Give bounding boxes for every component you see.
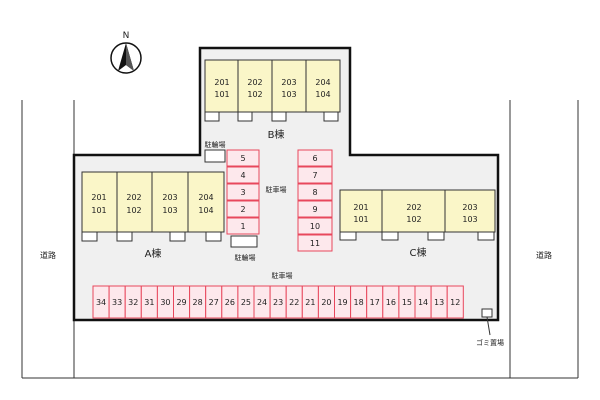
- parking-stalls-bottom: 34 33 32 31 30 29 28 27 26 25 24 23 22 21 20 19 18 17 16 15…: [92, 285, 464, 319]
- parking-stalls-left: 5 4 3 2 1: [226, 149, 260, 235]
- building-b-unit-4-upper: 204: [315, 78, 330, 87]
- building-b-unit-4-lower: 104: [315, 90, 330, 99]
- building-a-label: A棟: [145, 247, 162, 260]
- parking-right-column-stall-number: 10: [310, 222, 320, 231]
- parking-left-column-stall-number: 4: [240, 171, 245, 180]
- parking-bottom-row-stall-number: 15: [402, 298, 412, 307]
- building-c-unit-3-upper: 203: [462, 203, 477, 212]
- compass-icon: [110, 42, 142, 74]
- parking-right-column-stall: [297, 166, 333, 184]
- parking-right-column-stall-number: 8: [312, 188, 317, 197]
- parking-left-column-stall-number: 5: [240, 154, 245, 163]
- compass-north-label: N: [123, 31, 130, 41]
- parking-right-column-stall: [297, 200, 333, 218]
- building-b-unit-3-upper: 203: [281, 78, 296, 87]
- parking-bottom-row-stall-number: 20: [321, 298, 331, 307]
- parking-bottom-row-stall-number: 33: [112, 298, 122, 307]
- parking-right-column-stall-number: 9: [312, 205, 317, 214]
- building-a-unit-4-upper: 204: [198, 193, 213, 202]
- parking-right-column-stall: [297, 234, 333, 252]
- road-lines: [21, 100, 579, 378]
- building-b-unit-3-lower: 103: [281, 90, 296, 99]
- parking-left-column-stall: [226, 166, 260, 184]
- parking-bottom-row-stall-number: 34: [96, 298, 106, 307]
- parking-right-column-stall-number: 6: [312, 154, 317, 163]
- building-b-unit-2-lower: 102: [247, 90, 262, 99]
- building-a-unit-3-upper: 203: [162, 193, 177, 202]
- parking-bottom-row-stall-number: 26: [225, 298, 235, 307]
- parking-bottom-row-stall-number: 16: [386, 298, 396, 307]
- parking-bottom-row-stall-number: 13: [434, 298, 444, 307]
- parking-bottom-row-stall-number: 29: [176, 298, 186, 307]
- garbage-area: [481, 308, 493, 336]
- parking-bottom-row-stall-number: 17: [370, 298, 380, 307]
- building-c-unit-2-upper: 202: [406, 203, 421, 212]
- parking-bottom-row-stall-number: 21: [305, 298, 315, 307]
- building-c-unit-1-lower: 101: [353, 215, 368, 224]
- building-a-unit-3-lower: 103: [162, 206, 177, 215]
- parking-bottom-label: 駐車場: [272, 271, 293, 280]
- parking-stalls-right: 6 7 8 9 10 11: [297, 149, 333, 252]
- parking-left-column-stall: [226, 200, 260, 218]
- parking-bottom-row-stall-number: 12: [450, 298, 460, 307]
- building-b-unit-1-upper: 201: [214, 78, 229, 87]
- parking-right-column-stall: [297, 149, 333, 167]
- parking-left-column-stall: [226, 149, 260, 167]
- parking-left-column-stall-number: 1: [240, 222, 245, 231]
- parking-left-column-stall: [226, 217, 260, 235]
- parking-bottom-row-stall-number: 25: [241, 298, 251, 307]
- building-c: [339, 189, 496, 241]
- building-a-unit-1-lower: 101: [91, 206, 106, 215]
- parking-bottom-row-stall: [446, 285, 464, 319]
- building-a-unit-2-lower: 102: [126, 206, 141, 215]
- building-c-label: C棟: [410, 246, 427, 259]
- bicycle-parking-top-label: 駐輪場: [205, 140, 226, 149]
- parking-left-column-stall-number: 3: [240, 188, 245, 197]
- building-b-unit-2-upper: 202: [247, 78, 262, 87]
- building-b: [204, 59, 341, 122]
- parking-bottom-row-stall-number: 24: [257, 298, 267, 307]
- parking-left-column-stall: [226, 183, 260, 201]
- parking-bottom-row-stall-number: 14: [418, 298, 428, 307]
- parking-left-column-stall-number: 2: [240, 205, 245, 214]
- building-c-unit-3-lower: 103: [462, 215, 477, 224]
- parking-bottom-row-stall-number: 22: [289, 298, 299, 307]
- lot-boundary: [72, 46, 500, 322]
- building-c-unit-2-lower: 102: [406, 215, 421, 224]
- parking-bottom-row-stall-number: 18: [354, 298, 364, 307]
- parking-bottom-row-stall-number: 30: [160, 298, 170, 307]
- parking-bottom-row-stall-number: 27: [209, 298, 219, 307]
- parking-right-column-stall-number: 7: [312, 171, 317, 180]
- building-b-label: B棟: [268, 128, 285, 141]
- building-a: [81, 171, 225, 242]
- parking-bottom-row-stall-number: 19: [337, 298, 347, 307]
- parking-bottom-row-stall-number: 31: [144, 298, 154, 307]
- parking-right-column-stall: [297, 217, 333, 235]
- bicycle-parking-top: [204, 149, 226, 163]
- building-a-unit-1-upper: 201: [91, 193, 106, 202]
- bicycle-parking-bottom: [230, 235, 258, 248]
- parking-bottom-row-stall-number: 32: [128, 298, 138, 307]
- building-a-unit-2-upper: 202: [126, 193, 141, 202]
- garbage-area-label: ゴミ置場: [476, 338, 504, 347]
- road-label-left: 道路: [40, 250, 56, 260]
- bicycle-parking-bottom-label: 駐輪場: [235, 253, 256, 262]
- building-a-unit-4-lower: 104: [198, 206, 213, 215]
- building-c-unit-1-upper: 201: [353, 203, 368, 212]
- parking-middle-label: 駐車場: [266, 185, 287, 194]
- parking-bottom-row-stall-number: 23: [273, 298, 283, 307]
- building-b-unit-1-lower: 101: [214, 90, 229, 99]
- parking-right-column-stall: [297, 183, 333, 201]
- parking-bottom-row-stall-number: 28: [193, 298, 203, 307]
- parking-right-column-stall-number: 11: [310, 239, 320, 248]
- road-label-right: 道路: [536, 250, 552, 260]
